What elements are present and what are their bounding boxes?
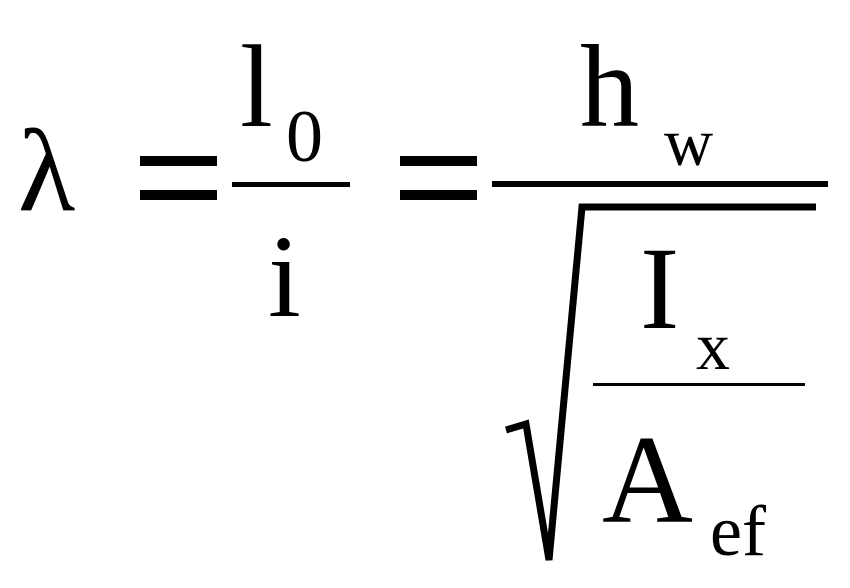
l-symbol: l [240, 21, 273, 152]
square-root-radical [504, 203, 816, 561]
fraction-bar-inner [593, 383, 805, 386]
h-symbol: h [580, 21, 639, 152]
h-subscript: w [664, 104, 714, 180]
I-symbol: I [640, 223, 680, 354]
fraction-bar-main [492, 181, 828, 187]
A-subscript: ef [710, 491, 766, 571]
equals-sign-2-bottom [400, 190, 477, 200]
lambda-symbol: λ [18, 105, 76, 236]
I-subscript: x [696, 308, 730, 384]
equals-sign-2-top [400, 156, 477, 166]
i-symbol: i [268, 211, 301, 342]
equals-sign-1-bottom [140, 190, 217, 200]
fraction-bar-l0-over-i [232, 182, 350, 187]
equals-sign-1-top [140, 156, 217, 166]
A-symbol: A [602, 411, 693, 550]
l-subscript: 0 [286, 96, 323, 178]
